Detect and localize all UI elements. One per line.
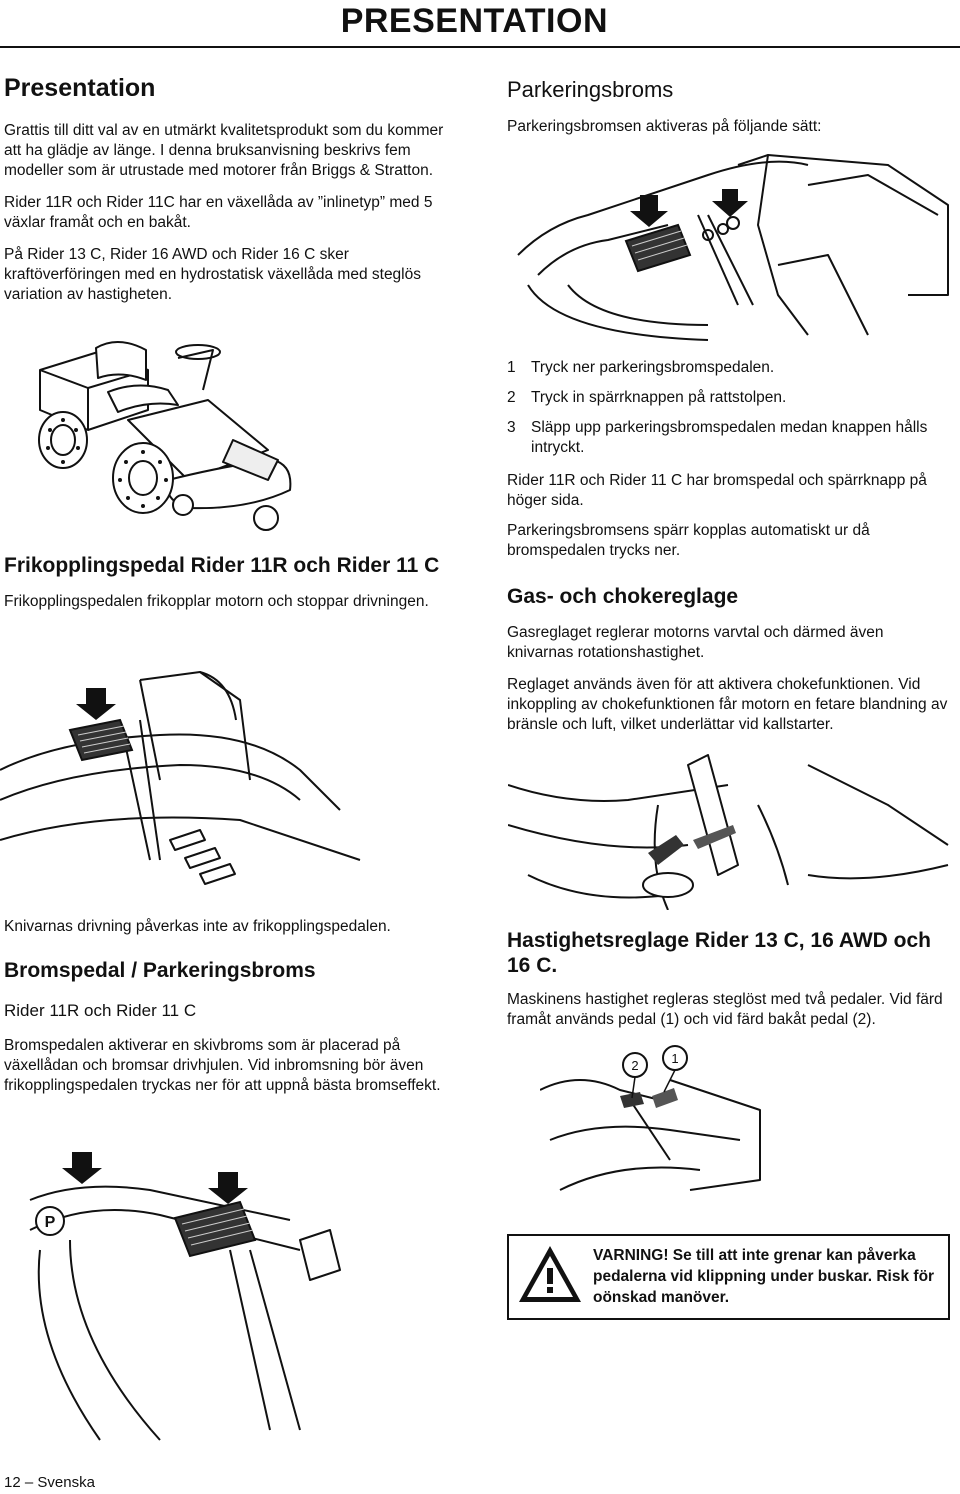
parking-brake-illustration [517,154,949,341]
presentation-section: Presentation Grattis till ditt val av en… [4,74,454,305]
press-arrow-icon-pedal [630,195,668,227]
parking-step: 1 Tryck ner parkeringsbromspedalen. [507,358,952,378]
parking-heading: Parkeringsbroms [507,77,674,102]
brake-section: Bromspedal / Parkeringsbroms Rider 11R o… [4,958,454,1096]
brake-paragraph: Bromspedalen aktiverar en skivbroms som … [4,1036,441,1094]
speed-paragraph: Maskinens hastighet regleras steglöst me… [507,991,943,1029]
throttle-lever-illustration [508,754,949,910]
step-number: 3 [507,419,516,436]
footer-dash: – [24,1474,34,1491]
step-text: Släpp upp parkeringsbromspedalen medan k… [531,419,928,456]
page-header-title: PRESENTATION [340,2,608,40]
warning-triangle-icon [519,1246,581,1302]
throttle-section: Gas- och chokereglage Gasreglaget regler… [507,584,952,735]
press-arrow-icon-left [62,1152,102,1184]
press-arrow-icon-button [712,189,748,217]
parking-intro: Parkeringsbromsen aktiveras på följande … [507,118,822,136]
press-arrow-icon-right [208,1172,248,1204]
pedal-2-label: 2 [631,1058,638,1073]
parking-section: Parkeringsbroms Parkeringsbromsen aktive… [507,77,952,137]
rider-mower-illustration [38,341,292,531]
presentation-paragraph-2: Rider 11R och Rider 11C har en växellåda… [4,193,433,231]
step-text: Tryck in spärrknappen på rattstolpen. [531,389,787,406]
header-rule [0,46,960,48]
warning-text: VARNING! Se till att inte grenar kan påv… [593,1247,935,1306]
press-arrow-icon [76,688,116,720]
parking-paragraph-2: Parkeringsbromsens spärr kopplas automat… [507,522,870,559]
step-number: 1 [507,359,516,376]
throttle-paragraph-1: Gasreglaget reglerar motorns varvtal och… [507,624,884,662]
clutch-pedal-illustration [0,671,361,885]
presentation-paragraph-3: På Rider 13 C, Rider 16 AWD och Rider 16… [4,245,421,303]
parking-symbol-label: P [45,1214,56,1231]
parking-notes: Rider 11R och Rider 11 C har bromspedal … [507,471,952,561]
warning-box: VARNING! Se till att inte grenar kan påv… [507,1234,950,1320]
presentation-paragraph-1: Grattis till ditt val av en utmärkt kval… [4,121,444,179]
speed-section: Hastighetsreglage Rider 13 C, 16 AWD och… [507,928,952,1030]
parking-symbol-icon [35,1206,65,1236]
throttle-paragraph-2: Reglaget används även för att aktivera c… [507,676,948,734]
brake-heading: Bromspedal / Parkeringsbroms [4,959,316,982]
pedal-1-label: 1 [671,1051,678,1066]
parking-step: 2 Tryck in spärrknappen på rattstolpen. [507,388,952,408]
clutch-note: Knivarnas drivning påverkas inte av frik… [4,918,391,935]
step-number: 2 [507,389,516,406]
parking-paragraph-1: Rider 11R och Rider 11 C har bromspedal … [507,472,927,509]
step-text: Tryck ner parkeringsbromspedalen. [531,359,775,376]
clutch-paragraph: Frikopplingspedalen frikopplar motorn oc… [4,593,429,611]
parking-step: 3 Släpp upp parkeringsbromspedalen medan… [507,418,952,458]
page-footer: 12 – Svenska [4,1474,95,1491]
presentation-heading: Presentation [4,74,156,102]
brake-subheading: Rider 11R och Rider 11 C [4,1001,197,1021]
throttle-heading: Gas- och chokereglage [507,585,739,608]
footer-language: Svenska [37,1474,95,1491]
speed-pedals-illustration: 2 1 [540,1045,761,1191]
parking-steps: 1 Tryck ner parkeringsbromspedalen. 2 Tr… [507,358,952,468]
clutch-section: Frikopplingspedal Rider 11R och Rider 11… [4,553,454,612]
brake-pedal-illustration: P [29,1152,341,1441]
page-number: 12 [4,1474,21,1491]
speed-heading: Hastighetsreglage Rider 13 C, 16 AWD och… [507,929,932,978]
clutch-heading: Frikopplingspedal Rider 11R och Rider 11… [4,554,440,577]
